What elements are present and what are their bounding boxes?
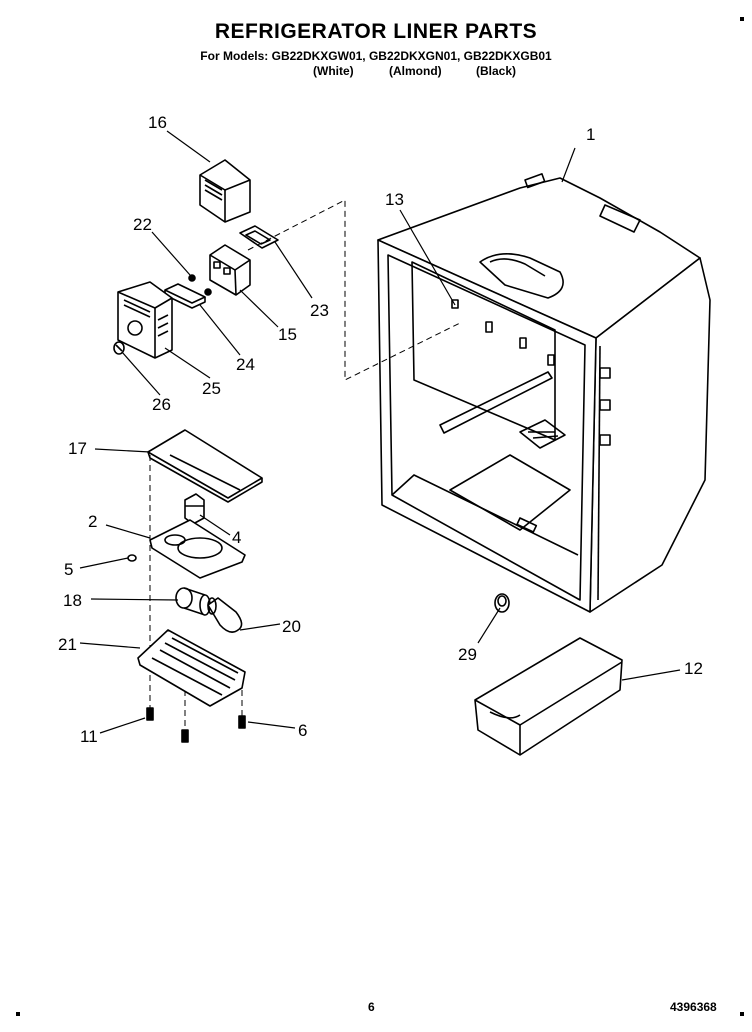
screw-6-part	[238, 715, 246, 729]
variant-almond: (Almond)	[389, 64, 442, 78]
callouts: 1 13 16 22 23 15 24 25 26 17 2 4 5 18 20…	[58, 113, 703, 746]
callout-2: 2	[88, 512, 97, 531]
corner-mark	[740, 17, 744, 21]
screw-part	[181, 729, 189, 743]
variant-white: (White)	[313, 64, 354, 78]
control-housing-part	[199, 159, 251, 223]
bracket-part	[147, 429, 263, 503]
callout-23: 23	[310, 301, 329, 320]
page-number: 6	[368, 1000, 375, 1014]
bulb-part	[207, 597, 243, 633]
clip-part	[184, 493, 205, 525]
cover-part	[117, 281, 173, 359]
callout-20: 20	[282, 617, 301, 636]
callout-16: 16	[148, 113, 167, 132]
socket-housing-part	[149, 519, 246, 579]
callout-12: 12	[684, 659, 703, 678]
page-title: REFRIGERATOR LINER PARTS	[214, 20, 538, 43]
screw-11-part	[146, 707, 154, 721]
corner-mark	[740, 1012, 744, 1016]
callout-5: 5	[64, 560, 73, 579]
callout-24: 24	[236, 355, 255, 374]
liner-part	[377, 173, 711, 613]
callout-15: 15	[278, 325, 297, 344]
callout-1: 1	[586, 125, 595, 144]
drawer-part	[474, 637, 623, 756]
callout-6: 6	[298, 721, 307, 740]
callout-13: 13	[385, 190, 404, 209]
corner-mark	[16, 1012, 20, 1016]
screw-5-part	[127, 554, 137, 562]
gasket-part	[239, 225, 279, 249]
variant-black: (Black)	[476, 64, 517, 78]
callout-22: 22	[133, 215, 152, 234]
callout-18: 18	[63, 591, 82, 610]
shield-part	[137, 629, 246, 707]
thermostat-part	[209, 244, 251, 296]
screw-22-part	[188, 274, 212, 296]
screw-part	[113, 341, 125, 355]
callout-4: 4	[232, 528, 241, 547]
callout-26: 26	[152, 395, 171, 414]
plug-part	[494, 593, 510, 613]
document-number: 4396368	[670, 1000, 717, 1014]
callout-17: 17	[68, 439, 87, 458]
callout-21: 21	[58, 635, 77, 654]
callout-29: 29	[458, 645, 477, 664]
socket-part	[175, 587, 211, 616]
callout-11: 11	[80, 727, 98, 746]
callout-25: 25	[202, 379, 221, 398]
model-list: For Models: GB22DKXGW01, GB22DKXGN01, GB…	[200, 49, 552, 63]
leader-lines	[79, 130, 681, 734]
